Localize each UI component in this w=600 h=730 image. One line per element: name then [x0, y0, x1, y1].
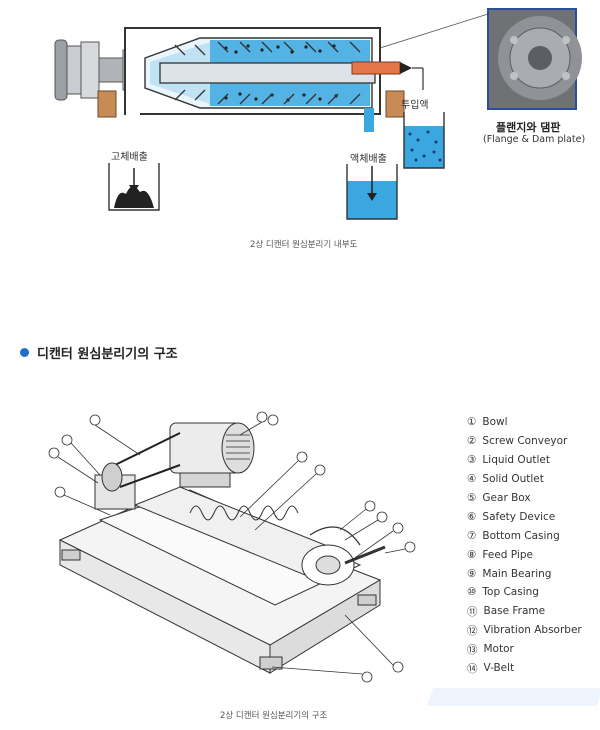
legend-item-label: ⑩ [467, 586, 477, 599]
legend-item: ⑪ Base Frame [467, 602, 600, 621]
legend-item: ⑧ Feed Pipe [467, 545, 600, 564]
label-flange-title: 플랜지와 댐판 [496, 121, 561, 134]
legend-item: ⑨ Main Bearing [467, 564, 600, 583]
legend-item-label: Safety Device [482, 510, 556, 523]
legend-item-label: ① [467, 416, 477, 429]
legend-item-label: ② [467, 435, 477, 448]
feed-pipe [344, 545, 386, 565]
legend-item-label: ⑥ [467, 510, 477, 523]
legend-item-label: Gear Box [482, 492, 531, 504]
vibration-absorber-2 [259, 656, 283, 670]
legend-item: ⑤ Gear Box [467, 489, 600, 508]
callout-markers [48, 411, 416, 683]
liquid-tank [346, 164, 398, 220]
label-solid-discharge: 고체배출 [111, 152, 148, 163]
label-flange-subtitle: (Flange & Dam plate) [483, 134, 586, 145]
liquid-discharge-chute [364, 108, 374, 132]
top-casing [309, 526, 361, 546]
section-title-text: 디캔터 원심분리기의 구조 [37, 347, 178, 362]
legend-item-label: Base Frame [483, 605, 546, 618]
bullet-dot-icon [20, 348, 29, 357]
solids-bin [108, 163, 160, 211]
label-feed: 투입액 [401, 100, 429, 111]
legend-item-label: Screw Conveyor [482, 435, 568, 448]
label-liquid-discharge: 액체배출 [350, 154, 387, 165]
legend-item-label: Liquid Outlet [482, 454, 550, 467]
solid-discharge-chute [126, 98, 140, 132]
bowl-cylinder [133, 486, 355, 586]
legend-item: ② Screw Conveyor [467, 432, 600, 451]
legend-item-label: ⑤ [467, 492, 477, 504]
legend-item-label: ④ [467, 473, 477, 486]
vibration-absorber-1 [61, 549, 81, 561]
legend-item-label: Top Casing [482, 586, 539, 599]
legend-item-label: Main Bearing [482, 567, 552, 580]
legend-item-label: Solid Outlet [482, 473, 544, 486]
structure-diagram-caption: 2상 디캔터 원심분리기의 구조 [220, 711, 328, 721]
legend-item-label: ⑦ [467, 529, 477, 542]
legend-item: ⑭ V-Belt [467, 659, 600, 678]
legend-item: ⑩ Top Casing [467, 583, 600, 602]
feed-tank [403, 112, 445, 169]
feed-tube [351, 61, 401, 75]
motor [169, 422, 255, 488]
legend-item-label: Vibration Absorber [483, 624, 582, 637]
legend-item: ① Bowl [467, 413, 600, 432]
zoom-callout-line [379, 13, 489, 49]
bearing-block-right [385, 90, 405, 118]
legend-item: ⑬ Motor [467, 640, 600, 659]
v-belt [114, 432, 181, 488]
legend-item-label: ③ [467, 454, 477, 467]
legend-item-label: ⑭ [467, 662, 478, 675]
legend-item-label: Bottom Casing [482, 529, 560, 542]
legend-item-label: ⑬ [467, 643, 478, 656]
legend-item-label: Motor [483, 643, 514, 656]
feed-arrow [400, 62, 412, 74]
flange-photo [487, 8, 582, 110]
legend-item-label: ⑪ [467, 605, 478, 618]
legend-item-label: ⑧ [467, 548, 477, 561]
decanter-cutaway-diagram [54, 8, 582, 220]
legend-item: ③ Liquid Outlet [467, 451, 600, 470]
screw-conveyor [189, 505, 299, 521]
legend-item-label: Feed Pipe [482, 548, 533, 561]
legend-item: ⑥ Safety Device [467, 507, 600, 526]
top-diagram-caption: 2상 디캔터 원심분리기 내부도 [250, 240, 358, 250]
decanter-structure-diagram [48, 411, 416, 683]
screw-flights [159, 41, 376, 105]
parts-legend: ① Bowl ② Screw Conveyor ③ Liquid Outlet ④ So… [467, 413, 600, 677]
legend-item-label: ⑨ [467, 567, 477, 580]
vibration-absorber-3 [357, 594, 377, 606]
legend-item-label: V-Belt [483, 662, 515, 675]
legend-item-label: ⑫ [467, 624, 478, 637]
decorative-stripe [426, 688, 600, 706]
legend-item-label: Bowl [482, 416, 508, 429]
legend-item: ⑫ Vibration Absorber [467, 621, 600, 640]
bearing-block-left [97, 90, 117, 118]
legend-item: ④ Solid Outlet [467, 470, 600, 489]
section-heading: 디캔터 원심분리기의 구조 [20, 343, 178, 362]
legend-item: ⑦ Bottom Casing [467, 526, 600, 545]
belt-pulley [101, 462, 123, 492]
